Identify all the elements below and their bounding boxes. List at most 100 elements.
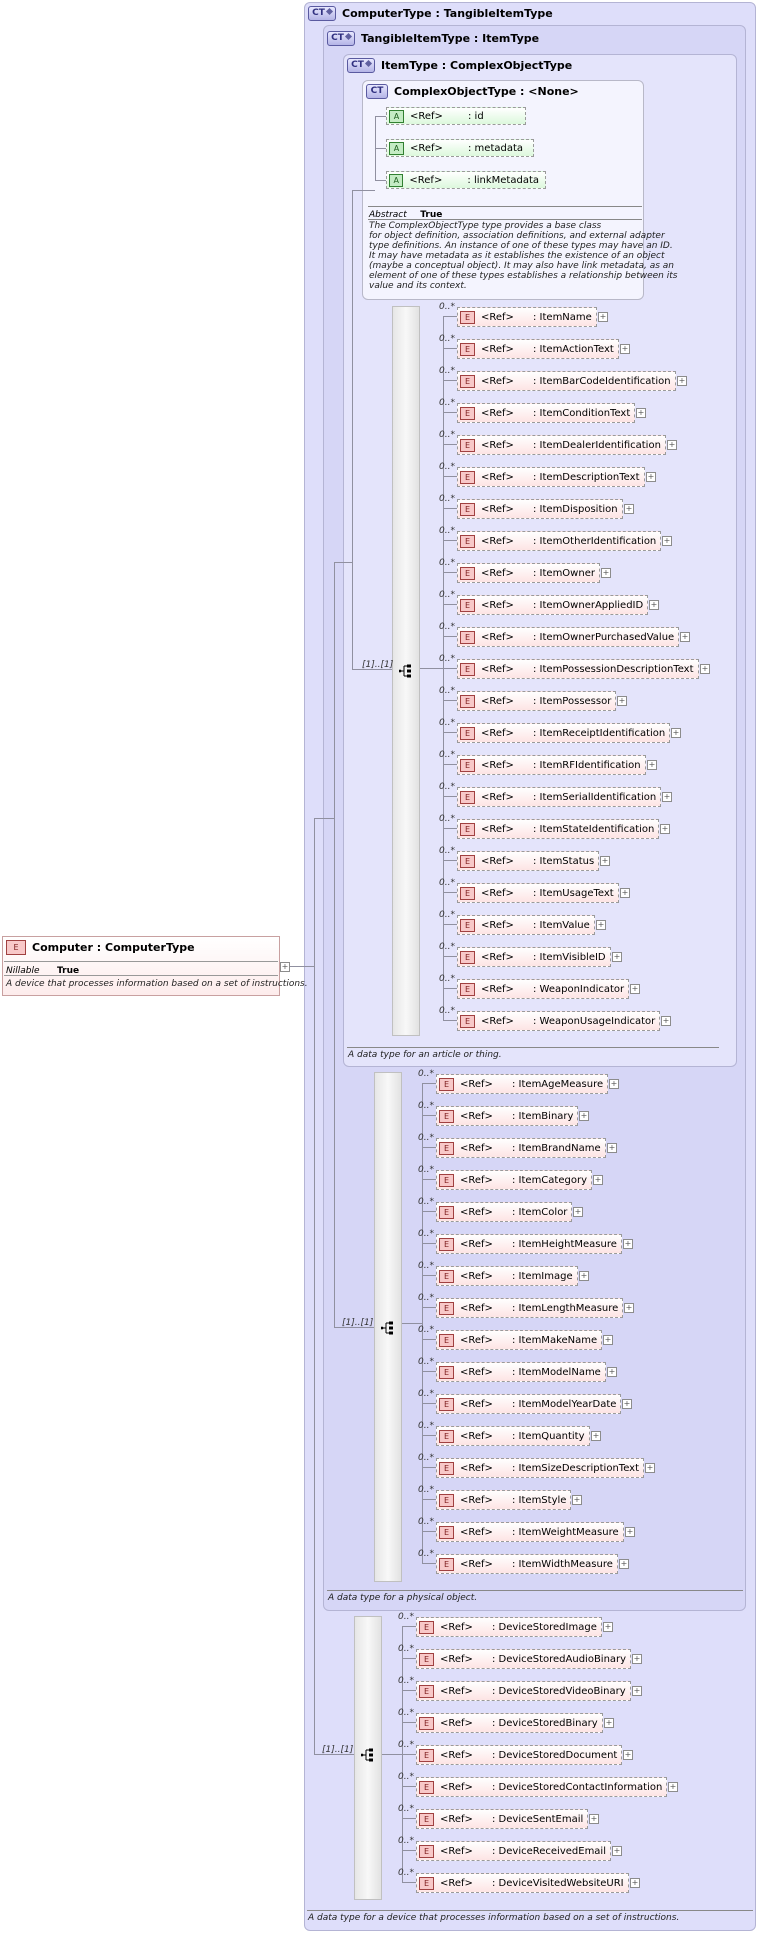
expand-icon[interactable]: + xyxy=(609,1079,619,1089)
element-ref[interactable]: E<Ref>: ItemOwnerAppliedID xyxy=(457,595,649,615)
element-ref[interactable]: E<Ref>: DeviceStoredContactInformation xyxy=(416,1777,668,1797)
expand-icon[interactable]: + xyxy=(572,1495,582,1505)
expand-icon[interactable]: + xyxy=(660,824,670,834)
element-ref[interactable]: E<Ref>: ItemLengthMeasure xyxy=(436,1298,624,1318)
element-ref[interactable]: E<Ref>: WeaponIndicator xyxy=(457,979,630,999)
expand-icon[interactable]: + xyxy=(630,1878,640,1888)
item-type-header[interactable]: CT ItemType : ComplexObjectType xyxy=(347,58,572,73)
expand-icon[interactable]: + xyxy=(589,1814,599,1824)
expand-icon[interactable]: + xyxy=(601,568,611,578)
expand-icon[interactable]: + xyxy=(646,472,656,482)
element-ref[interactable]: E<Ref>: ItemBrandName xyxy=(436,1138,606,1158)
expand-icon[interactable]: + xyxy=(662,792,672,802)
expand-icon[interactable]: + xyxy=(623,1239,633,1249)
element-ref[interactable]: E<Ref>: ItemImage xyxy=(436,1266,578,1286)
expand-icon[interactable]: + xyxy=(280,962,290,972)
element-ref[interactable]: E<Ref>: ItemReceiptIdentification xyxy=(457,723,671,743)
expand-icon[interactable]: + xyxy=(624,504,634,514)
element-ref[interactable]: E<Ref>: ItemStatus xyxy=(457,851,600,871)
element-ref[interactable]: E<Ref>: ItemSizeDescriptionText xyxy=(436,1458,645,1478)
element-ref[interactable]: E<Ref>: ItemOtherIdentification xyxy=(457,531,662,551)
expand-icon[interactable]: + xyxy=(607,1143,617,1153)
element-ref[interactable]: E<Ref>: ItemBinary xyxy=(436,1106,579,1126)
expand-icon[interactable]: + xyxy=(661,1016,671,1026)
element-ref[interactable]: E<Ref>: DeviceVisitedWebsiteURI xyxy=(416,1873,629,1893)
expand-icon[interactable]: + xyxy=(632,1654,642,1664)
element-ref[interactable]: E<Ref>: DeviceStoredImage xyxy=(416,1617,602,1637)
element-ref[interactable]: E<Ref>: ItemDescriptionText xyxy=(457,467,645,487)
element-ref[interactable]: E<Ref>: ItemColor xyxy=(436,1202,573,1222)
element-ref[interactable]: E<Ref>: ItemRFIdentification xyxy=(457,755,646,775)
computer-type-header[interactable]: CT ComputerType : TangibleItemType xyxy=(308,6,553,21)
expand-icon[interactable]: + xyxy=(632,1686,642,1696)
expand-icon[interactable]: + xyxy=(593,1175,603,1185)
expand-icon[interactable]: + xyxy=(671,728,681,738)
expand-icon[interactable]: + xyxy=(603,1335,613,1345)
expand-icon[interactable]: + xyxy=(630,984,640,994)
expand-icon[interactable]: + xyxy=(604,1718,614,1728)
element-ref[interactable]: E<Ref>: ItemBarCodeIdentification xyxy=(457,371,676,391)
element-ref[interactable]: E<Ref>: DeviceReceivedEmail xyxy=(416,1841,611,1861)
element-ref[interactable]: E<Ref>: ItemStyle xyxy=(436,1490,572,1510)
element-ref[interactable]: E<Ref>: ItemModelYearDate xyxy=(436,1394,622,1414)
element-ref[interactable]: E<Ref>: ItemCategory xyxy=(436,1170,592,1190)
element-ref[interactable]: E<Ref>: ItemValue xyxy=(457,915,595,935)
expand-icon[interactable]: + xyxy=(623,1750,633,1760)
expand-icon[interactable]: + xyxy=(625,1527,635,1537)
expand-icon[interactable]: + xyxy=(624,1303,634,1313)
expand-icon[interactable]: + xyxy=(600,856,610,866)
expand-icon[interactable]: + xyxy=(619,1559,629,1569)
attribute-id[interactable]: A <Ref> : id xyxy=(386,107,526,125)
expand-icon[interactable]: + xyxy=(596,920,606,930)
element-ref[interactable]: E<Ref>: DeviceStoredDocument xyxy=(416,1745,623,1765)
element-ref[interactable]: E<Ref>: ItemSerialIdentification xyxy=(457,787,662,807)
expand-icon[interactable]: + xyxy=(603,1622,613,1632)
expand-icon[interactable]: + xyxy=(677,376,687,386)
expand-icon[interactable]: + xyxy=(620,888,630,898)
element-ref[interactable]: E<Ref>: ItemActionText xyxy=(457,339,619,359)
element-ref[interactable]: E<Ref>: ItemPossessor xyxy=(457,691,617,711)
expand-icon[interactable]: + xyxy=(649,600,659,610)
complex-type-header[interactable]: CT ComplexObjectType : <None> xyxy=(366,84,579,99)
element-ref[interactable]: E<Ref>: ItemAgeMeasure xyxy=(436,1074,609,1094)
expand-icon[interactable]: + xyxy=(591,1431,601,1441)
expand-icon[interactable]: + xyxy=(700,664,710,674)
expand-icon[interactable]: + xyxy=(598,312,608,322)
expand-icon[interactable]: + xyxy=(668,1782,678,1792)
element-ref[interactable]: E<Ref>: ItemDisposition xyxy=(457,499,623,519)
element-ref[interactable]: E<Ref>: ItemModelName xyxy=(436,1362,606,1382)
element-ref[interactable]: E<Ref>: ItemPossessionDescriptionText xyxy=(457,659,699,679)
element-ref[interactable]: E<Ref>: ItemOwner xyxy=(457,563,600,583)
element-ref[interactable]: E<Ref>: DeviceStoredVideoBinary xyxy=(416,1681,631,1701)
attribute-metadata[interactable]: A <Ref> : metadata xyxy=(386,139,534,157)
tangible-sequence[interactable] xyxy=(374,1072,402,1582)
element-ref[interactable]: E<Ref>: ItemDealerIdentification xyxy=(457,435,666,455)
element-ref[interactable]: E<Ref>: ItemUsageText xyxy=(457,883,619,903)
element-ref[interactable]: E<Ref>: DeviceStoredBinary xyxy=(416,1713,603,1733)
expand-icon[interactable]: + xyxy=(579,1111,589,1121)
root-element-box[interactable] xyxy=(2,936,280,996)
element-ref[interactable]: E<Ref>: ItemQuantity xyxy=(436,1426,590,1446)
element-ref[interactable]: E<Ref>: DeviceSentEmail xyxy=(416,1809,589,1829)
expand-icon[interactable]: + xyxy=(579,1271,589,1281)
element-ref[interactable]: E<Ref>: ItemVisibleID xyxy=(457,947,611,967)
expand-icon[interactable]: + xyxy=(662,536,672,546)
element-ref[interactable]: E<Ref>: ItemConditionText xyxy=(457,403,636,423)
element-ref[interactable]: E<Ref>: DeviceStoredAudioBinary xyxy=(416,1649,632,1669)
expand-icon[interactable]: + xyxy=(612,952,622,962)
element-ref[interactable]: E<Ref>: ItemStateIdentification xyxy=(457,819,660,839)
attribute-link-metadata[interactable]: A <Ref> : linkMetadata xyxy=(386,171,546,189)
expand-icon[interactable]: + xyxy=(620,344,630,354)
expand-icon[interactable]: + xyxy=(617,696,627,706)
expand-icon[interactable]: + xyxy=(667,440,677,450)
expand-icon[interactable]: + xyxy=(622,1399,632,1409)
computer-sequence[interactable] xyxy=(354,1616,382,1900)
expand-icon[interactable]: + xyxy=(607,1367,617,1377)
element-ref[interactable]: E<Ref>: WeaponUsageIndicator xyxy=(457,1011,661,1031)
expand-icon[interactable]: + xyxy=(612,1846,622,1856)
expand-icon[interactable]: + xyxy=(573,1207,583,1217)
expand-icon[interactable]: + xyxy=(647,760,657,770)
element-ref[interactable]: E<Ref>: ItemOwnerPurchasedValue xyxy=(457,627,680,647)
expand-icon[interactable]: + xyxy=(680,632,690,642)
expand-icon[interactable]: + xyxy=(645,1463,655,1473)
